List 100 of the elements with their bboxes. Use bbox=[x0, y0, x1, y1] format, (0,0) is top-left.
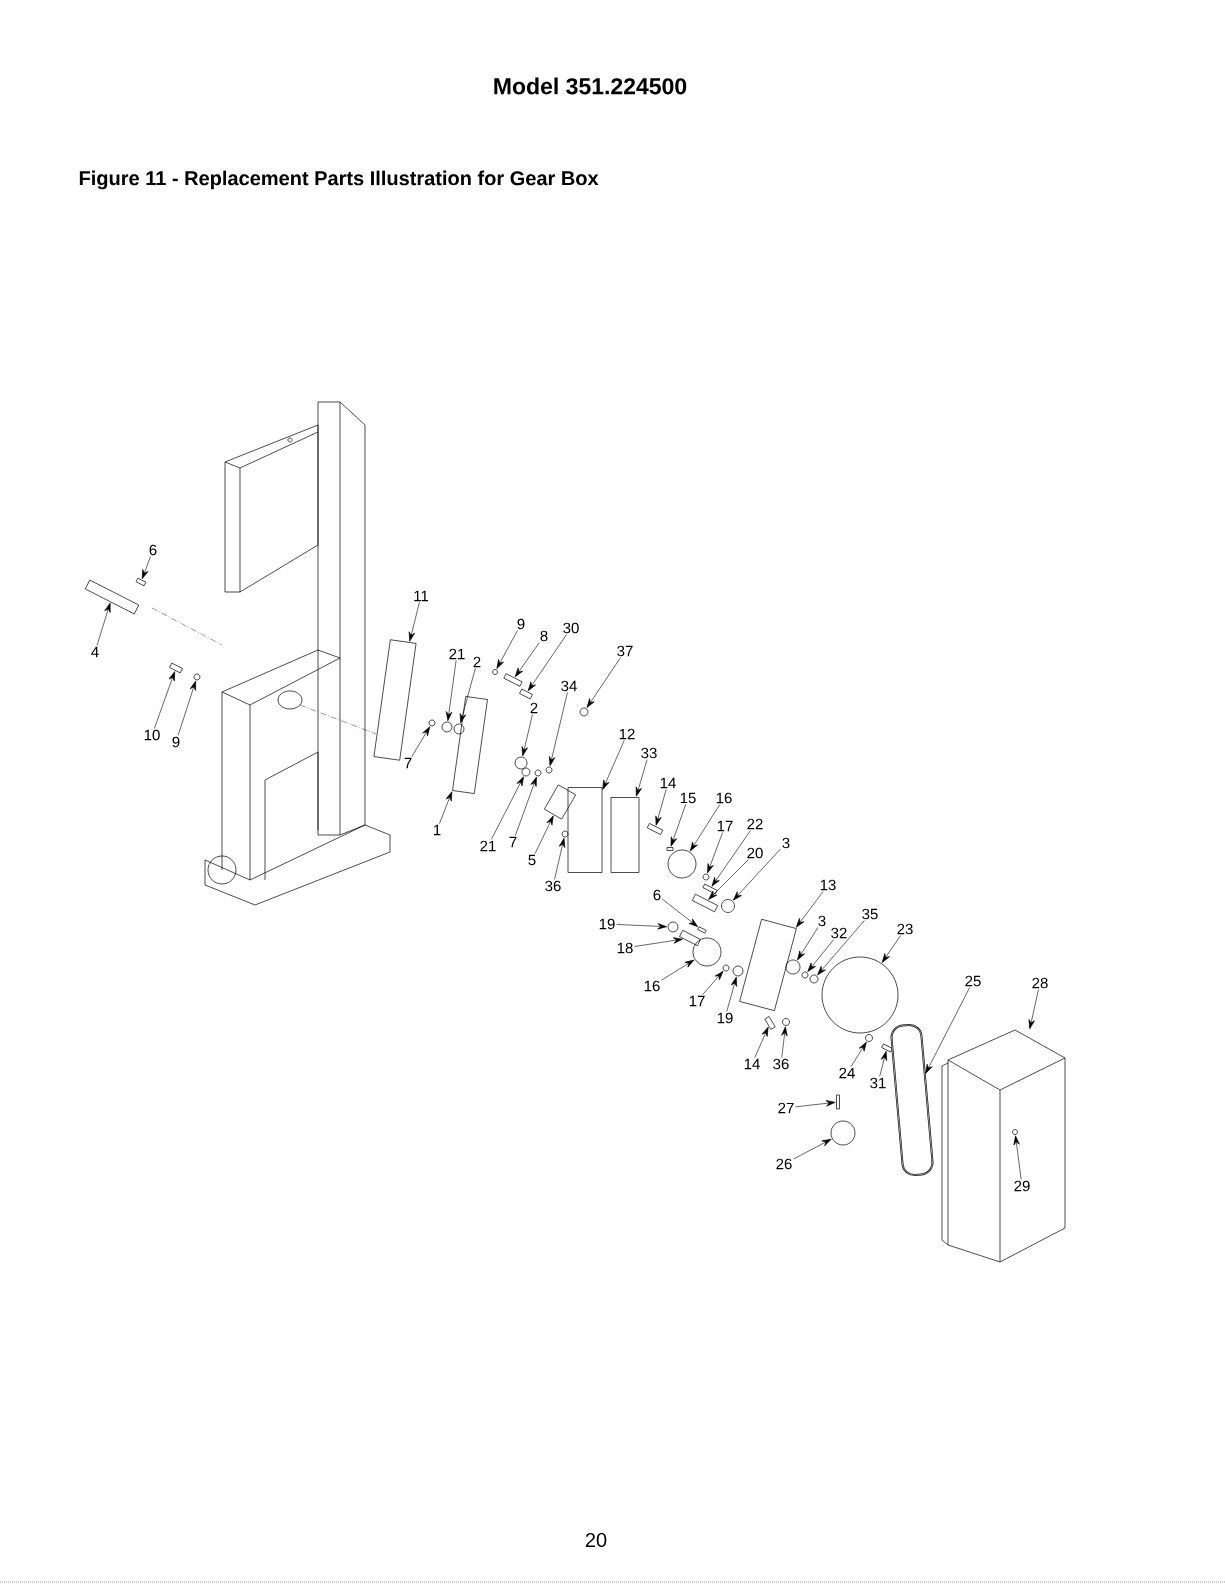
callout-number: 9 bbox=[172, 736, 180, 748]
leader-arrow bbox=[634, 937, 683, 947]
washer-part bbox=[692, 937, 722, 967]
leader-arrow bbox=[754, 1026, 769, 1058]
callout-number: 2 bbox=[530, 702, 538, 714]
leader-arrow bbox=[796, 891, 824, 928]
callout-number: 16 bbox=[716, 792, 732, 804]
leader-arrow bbox=[496, 630, 518, 669]
leader-arrow bbox=[733, 848, 781, 901]
leader-arrow bbox=[881, 935, 901, 963]
washer-part bbox=[492, 669, 498, 675]
leader-arrow bbox=[711, 830, 751, 887]
plate-part bbox=[544, 784, 576, 820]
bolt-part bbox=[881, 1043, 893, 1053]
callout-number: 31 bbox=[870, 1077, 886, 1089]
plate-part bbox=[452, 696, 488, 794]
callout-number: 18 bbox=[617, 942, 633, 954]
bolt-part bbox=[519, 688, 533, 700]
washer-part bbox=[722, 964, 730, 972]
callout-number: 27 bbox=[778, 1102, 794, 1114]
callout-number: 37 bbox=[617, 645, 633, 657]
leader-arrow bbox=[439, 791, 453, 824]
bolt-part bbox=[691, 893, 719, 913]
callout-number: 25 bbox=[965, 975, 981, 987]
callout-number: 35 bbox=[862, 908, 878, 920]
washer-part bbox=[667, 921, 679, 933]
callout-number: 36 bbox=[545, 880, 561, 892]
callout-number: 6 bbox=[653, 889, 661, 901]
callout-number: 26 bbox=[776, 1158, 792, 1170]
leader-arrow bbox=[702, 970, 724, 995]
leader-arrow bbox=[795, 1100, 836, 1108]
callout-number: 28 bbox=[1032, 977, 1048, 989]
callout-number: 19 bbox=[717, 1012, 733, 1024]
washer-part bbox=[732, 965, 744, 977]
leader-arrow bbox=[635, 759, 648, 797]
callout-number: 11 bbox=[414, 590, 429, 602]
leader-arrow bbox=[1028, 989, 1039, 1030]
washer-part bbox=[428, 719, 436, 727]
drive-belt bbox=[890, 1024, 934, 1176]
bolt-part bbox=[646, 823, 664, 835]
bolt-part bbox=[503, 673, 523, 687]
callout-number: 14 bbox=[744, 1058, 760, 1070]
washer-part bbox=[809, 974, 819, 984]
leader-arrow bbox=[708, 859, 749, 900]
leader-arrow bbox=[154, 671, 175, 729]
leader-arrow bbox=[925, 987, 970, 1074]
washer-part bbox=[821, 956, 899, 1034]
bolt-part bbox=[764, 1016, 776, 1030]
washer-part bbox=[721, 899, 735, 913]
callout-number: 33 bbox=[641, 747, 657, 759]
leader-arrow bbox=[793, 1138, 832, 1160]
bolt-part bbox=[702, 883, 718, 895]
leader-arrow bbox=[661, 959, 695, 981]
callout-number: 21 bbox=[449, 648, 465, 660]
callout-number: 15 bbox=[680, 792, 696, 804]
bolt-part bbox=[169, 662, 183, 674]
cover-box bbox=[941, 1029, 1066, 1263]
washer-part bbox=[441, 721, 453, 733]
washer-part bbox=[193, 673, 201, 681]
bolt-part bbox=[135, 577, 147, 587]
washer-part bbox=[702, 873, 710, 881]
bolt-part bbox=[697, 926, 707, 934]
leader-arrow bbox=[586, 657, 621, 708]
callout-number: 4 bbox=[91, 646, 99, 658]
leader-arrow bbox=[408, 602, 420, 642]
washer-part bbox=[579, 707, 589, 717]
callout-number: 3 bbox=[818, 915, 826, 927]
bolt-part bbox=[84, 579, 140, 615]
leader-arrow bbox=[879, 1051, 887, 1077]
plate-part bbox=[739, 918, 797, 1012]
leader-arrow bbox=[807, 939, 835, 972]
washer-part bbox=[667, 849, 697, 879]
washer-part bbox=[782, 1018, 790, 1026]
leader-arrow bbox=[515, 776, 537, 836]
washer-part bbox=[521, 767, 531, 777]
leader-arrow bbox=[707, 832, 723, 874]
leader-arrow bbox=[655, 789, 667, 826]
callout-number: 5 bbox=[528, 854, 536, 866]
leader-arrow bbox=[411, 726, 431, 757]
callout-number: 22 bbox=[747, 818, 763, 830]
callout-number: 13 bbox=[820, 879, 836, 891]
callout-number: 24 bbox=[839, 1067, 855, 1079]
callout-number: 36 bbox=[773, 1058, 789, 1070]
callout-number: 32 bbox=[831, 927, 847, 939]
leader-arrow bbox=[549, 692, 568, 767]
callout-number: 20 bbox=[747, 847, 763, 859]
leader-arrow bbox=[459, 668, 476, 724]
leader-arrow bbox=[616, 923, 667, 930]
leader-arrow bbox=[602, 740, 625, 790]
leader-arrow bbox=[817, 920, 865, 976]
leader-arrow bbox=[1013, 1135, 1022, 1180]
callout-number: 10 bbox=[144, 729, 160, 741]
figure-caption: Figure 11 - Replacement Parts Illustration for Gear Box bbox=[79, 170, 599, 190]
leader-arrow bbox=[534, 815, 554, 854]
callout-number: 19 bbox=[599, 918, 615, 930]
bolt-part bbox=[836, 1094, 840, 1110]
leader-arrow bbox=[850, 1041, 867, 1067]
callout-number: 8 bbox=[540, 630, 548, 642]
leader-arrow bbox=[726, 976, 737, 1012]
bolt-part bbox=[679, 930, 701, 946]
